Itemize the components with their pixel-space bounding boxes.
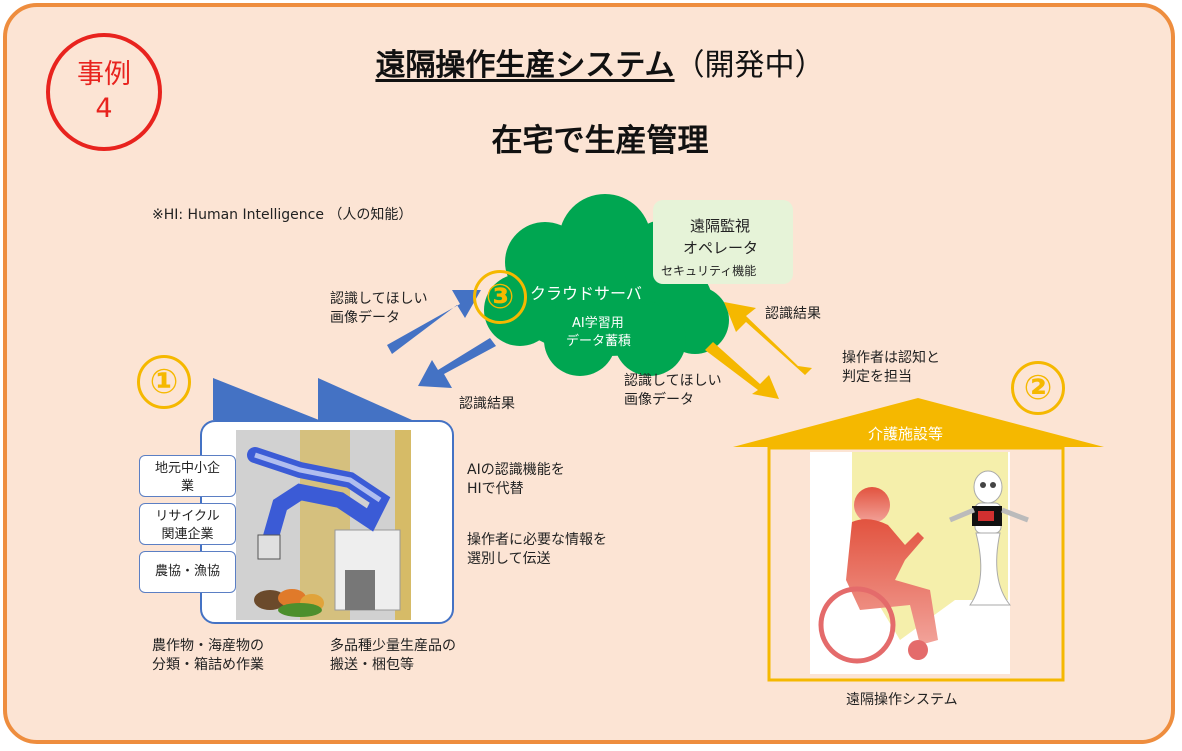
title-main: 遠隔操作生産システム <box>375 48 675 83</box>
arrow-up-right <box>724 302 812 375</box>
operator-line2: オペレータ <box>683 239 759 257</box>
right-down-label-1: 認識してほしい <box>624 373 722 389</box>
wheelchair-user-silhouette <box>818 487 938 664</box>
badge-3: ③ <box>473 270 527 324</box>
case-label: 事例 <box>77 59 131 90</box>
badge-2: ② <box>1011 361 1065 415</box>
pepper-robot-image <box>949 470 1029 606</box>
operator-line1: 遠隔監視 <box>690 217 751 235</box>
operator-role-2: 判定を担当 <box>842 369 912 385</box>
arrow-down-right <box>705 342 779 399</box>
arrow-up-left <box>387 290 481 354</box>
ai-note-b-1: 操作者に必要な情報を <box>467 532 607 548</box>
cloud-sub2: データ蓄積 <box>566 334 632 349</box>
ai-note-a-1: AIの認識機能を <box>467 462 565 478</box>
left-up-label-1: 認識してほしい <box>330 291 428 307</box>
case-number: 4 <box>95 93 113 124</box>
left-up-label-2: 画像データ <box>330 310 400 326</box>
page-subtitle: 在宅で生産管理 <box>491 123 709 159</box>
left-triangle-1 <box>213 378 319 420</box>
ai-note-b-2: 選別して伝送 <box>467 551 551 567</box>
hi-footnote: ※HI: Human Intelligence （人の知能） <box>152 207 413 223</box>
org-box-recycle-line1: リサイクル <box>155 509 220 524</box>
org-box-recycle-line2: 関連企業 <box>161 527 214 542</box>
left-down-label: 認識結果 <box>459 396 515 412</box>
caption-sorting-1: 農作物・海産物の <box>152 638 264 654</box>
remote-system-caption: 遠隔操作システム <box>846 692 958 708</box>
arrow-down-left <box>418 338 496 388</box>
page-title: 遠隔操作生産システム（開発中） <box>300 40 900 84</box>
title-status: （開発中） <box>674 48 825 83</box>
org-box-agri-fish: 農協・漁協 <box>139 551 236 593</box>
operator-line3: セキュリティ機能 <box>661 264 757 278</box>
caption-transport-2: 搬送・梱包等 <box>330 657 414 673</box>
org-box-local-sme: 地元中小企 業 <box>139 455 236 497</box>
operator-box <box>653 200 793 284</box>
house-roof <box>733 398 1104 447</box>
house-body <box>767 446 1065 682</box>
case-number-badge: 事例 4 <box>46 33 162 151</box>
industrial-robot-image <box>236 430 411 620</box>
badge-1: ① <box>137 355 191 409</box>
roof-label: 介護施設等 <box>868 425 944 443</box>
right-up-label: 認識結果 <box>765 306 821 322</box>
caption-transport-1: 多品種少量生産品の <box>330 638 456 654</box>
org-box-agri-fish-line1: 農協・漁協 <box>154 564 220 579</box>
org-box-recycle: リサイクル 関連企業 <box>139 503 236 545</box>
cloud-sub1: AI学習用 <box>572 316 624 331</box>
ai-note-a-2: HIで代替 <box>467 481 524 497</box>
right-down-label-2: 画像データ <box>624 392 694 408</box>
caption-sorting-2: 分類・箱詰め作業 <box>152 657 264 673</box>
left-triangle-2 <box>318 378 412 420</box>
org-box-local-sme-line2: 業 <box>180 479 194 494</box>
cloud-label: クラウドサーバ <box>530 284 642 303</box>
operator-role-1: 操作者は認知と <box>842 350 940 366</box>
org-box-local-sme-line1: 地元中小企 <box>154 461 220 476</box>
